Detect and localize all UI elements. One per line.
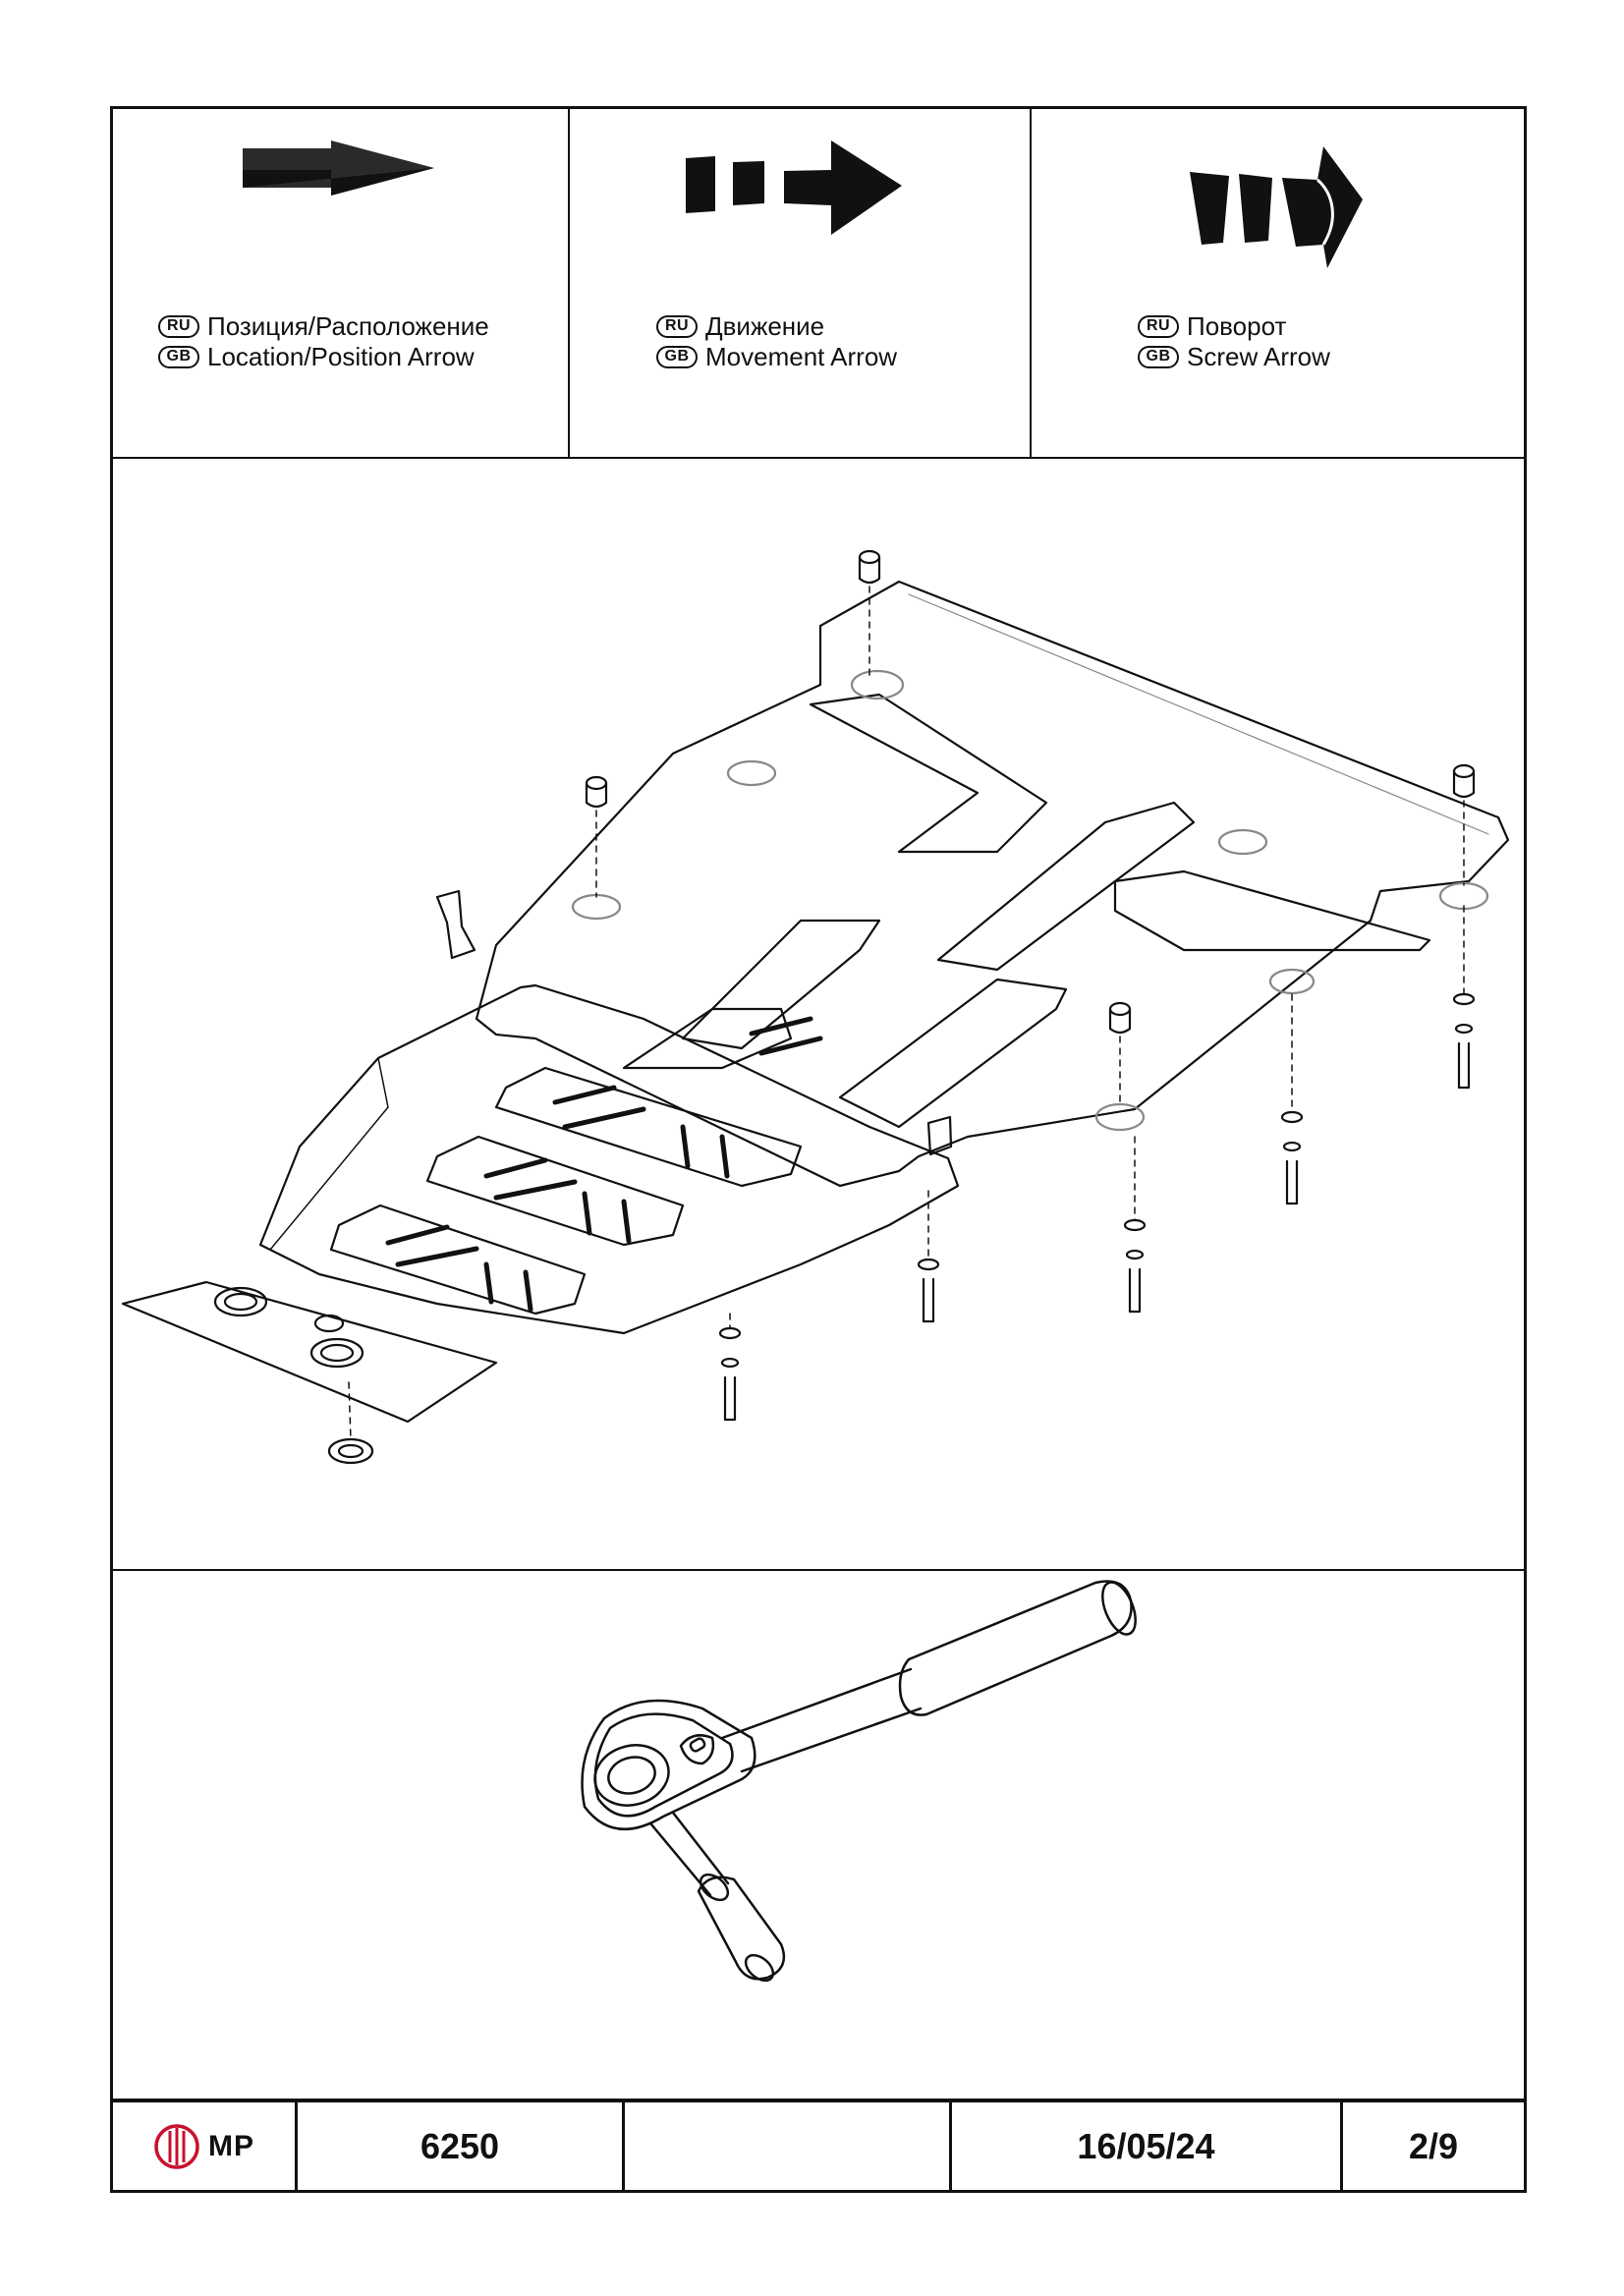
ratchet-wrench-illustration <box>113 1571 1524 2098</box>
legend-ru-row: RU Поворот <box>1138 311 1330 342</box>
spacer-nut-icon <box>585 549 1476 1106</box>
gb-badge: GB <box>656 346 698 368</box>
legend-gb-text: Movement Arrow <box>705 342 898 371</box>
legend-ru-text: Движение <box>705 311 825 341</box>
legend-screw-labels: RU Поворот GB Screw Arrow <box>1138 311 1330 372</box>
legend-ru-text: Поворот <box>1187 311 1287 341</box>
legend-gb-row: GB Movement Arrow <box>656 342 897 372</box>
movement-arrow-icon <box>570 137 1030 254</box>
bolt-washer-icon <box>718 905 1476 1422</box>
skid-plate-exploded-diagram <box>113 459 1524 1571</box>
mounting-bracket <box>435 889 476 960</box>
screw-arrow-icon <box>1032 144 1524 268</box>
ru-badge: RU <box>1138 315 1179 338</box>
ru-badge: RU <box>656 315 698 338</box>
document-date: 16/05/24 <box>952 2102 1343 2190</box>
brand-logo-icon <box>154 2123 199 2169</box>
page-number: 2/9 <box>1408 2125 1459 2166</box>
gb-badge: GB <box>1138 346 1179 368</box>
instruction-sheet: RU Позиция/Расположение GB Location/Posi… <box>110 106 1527 2193</box>
title-block: MP 6250 16/05/24 2/9 <box>113 2099 1524 2190</box>
brand-logo-text: MP <box>208 2129 254 2162</box>
skid-plate-lip <box>121 1280 498 1424</box>
legend-movement: RU Движение GB Movement Arrow <box>568 109 1030 457</box>
grommet-icon <box>327 1381 374 1465</box>
product-code: 6250 <box>298 2102 625 2190</box>
ru-badge: RU <box>158 315 199 338</box>
legend-location: RU Позиция/Расположение GB Location/Posi… <box>113 109 568 457</box>
skid-plate-rear-section <box>475 580 1510 1188</box>
skid-plate-front-section <box>258 983 960 1335</box>
brand-logo: MP <box>113 2102 298 2190</box>
ratchet-wrench-icon <box>581 1580 1137 1983</box>
legend-ru-text: Позиция/Расположение <box>207 311 489 341</box>
legend-ru-row: RU Движение <box>656 311 897 342</box>
blank-field <box>625 2102 952 2190</box>
legend-ru-row: RU Позиция/Расположение <box>158 311 489 342</box>
legend-gb-text: Screw Arrow <box>1187 342 1330 371</box>
legend-gb-text: Location/Position Arrow <box>207 342 475 371</box>
location-arrow-icon <box>113 139 568 256</box>
legend-gb-row: GB Location/Position Arrow <box>158 342 489 372</box>
mounting-bracket <box>926 1115 953 1156</box>
legend-location-labels: RU Позиция/Расположение GB Location/Posi… <box>158 311 489 372</box>
legend-screw: RU Поворот GB Screw Arrow <box>1030 109 1524 457</box>
gb-badge: GB <box>158 346 199 368</box>
legend-gb-row: GB Screw Arrow <box>1138 342 1330 372</box>
legend-movement-labels: RU Движение GB Movement Arrow <box>656 311 897 372</box>
arrow-legend: RU Позиция/Расположение GB Location/Posi… <box>113 109 1524 459</box>
